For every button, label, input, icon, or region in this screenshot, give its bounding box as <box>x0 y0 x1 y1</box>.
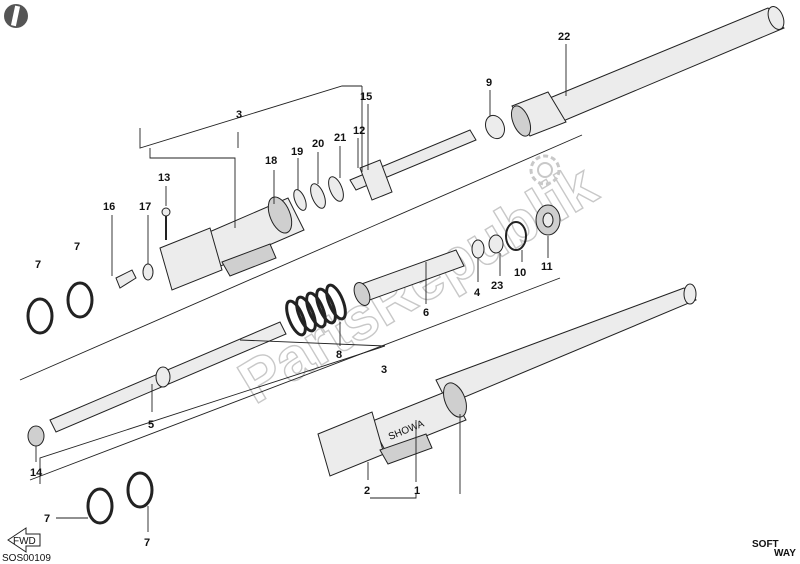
callout-5: 5 <box>148 419 154 431</box>
callout-4: 4 <box>474 287 481 299</box>
callout-21: 21 <box>334 132 346 144</box>
clamp-7d <box>126 471 154 509</box>
ring-set <box>293 176 344 211</box>
clamp-7b <box>66 281 94 319</box>
leader-lines <box>35 44 567 532</box>
callout-2: 2 <box>364 485 370 497</box>
bushing-9 <box>485 114 505 140</box>
callout-7d: 7 <box>144 537 150 549</box>
spacer-tube-6 <box>353 249 465 306</box>
callout-15: 15 <box>360 91 372 103</box>
clamp-7c <box>86 487 114 525</box>
callout-14: 14 <box>30 467 43 479</box>
fwd-arrow-icon: FWD <box>7 527 41 553</box>
cap-11 <box>535 204 561 236</box>
drawing-code: SOS00109 <box>2 553 51 564</box>
callout-3a: 3 <box>236 109 242 121</box>
o-ring-10 <box>505 221 527 251</box>
outer-slider-upper <box>159 196 305 291</box>
callout-6: 6 <box>423 307 429 319</box>
logo-text-top: SOFT <box>752 539 779 550</box>
callout-9: 9 <box>486 77 492 89</box>
callout-8: 8 <box>336 349 342 361</box>
callout-12: 12 <box>353 125 365 137</box>
divider-line-lower <box>29 277 561 481</box>
callout-7b: 7 <box>74 241 80 253</box>
watermark-text: PartsRepublik <box>227 151 608 417</box>
divider-line-upper <box>19 134 583 381</box>
softway-logo: SOFT WAY <box>752 539 796 559</box>
callout-23: 23 <box>491 280 503 292</box>
fork-leg-slider: SHOWA <box>317 382 467 477</box>
nut-14 <box>27 425 45 447</box>
slide-bushing-22 <box>510 91 567 137</box>
callout-3b: 3 <box>381 364 387 376</box>
callout-18: 18 <box>265 155 277 167</box>
callout-19: 19 <box>291 146 303 158</box>
ring-23 <box>488 234 504 254</box>
bolt-13 <box>161 207 171 240</box>
inner-fork-tube-upper <box>539 6 785 125</box>
outer-fork-tube-lower <box>435 283 697 405</box>
callout-11: 11 <box>541 261 553 273</box>
washer-4 <box>471 239 485 259</box>
callout-13: 13 <box>158 172 170 184</box>
callout-22: 22 <box>558 31 570 43</box>
corner-badge-icon <box>4 4 28 28</box>
callout-10: 10 <box>514 267 526 279</box>
fwd-arrow-text: FWD <box>13 536 36 547</box>
callout-20: 20 <box>312 138 324 150</box>
clamp-7a <box>26 297 54 335</box>
gear-icon <box>529 154 561 186</box>
callout-7c: 7 <box>44 513 50 525</box>
logo-text-bottom: WAY <box>774 548 796 559</box>
callout-16: 16 <box>103 201 115 213</box>
callout-7a: 7 <box>35 259 41 271</box>
washer-17 <box>142 263 154 281</box>
callout-17: 17 <box>139 201 151 213</box>
spring-8 <box>285 283 347 337</box>
screw-16 <box>115 269 137 289</box>
callout-1: 1 <box>414 485 420 497</box>
damper-rod-5 <box>49 321 287 433</box>
